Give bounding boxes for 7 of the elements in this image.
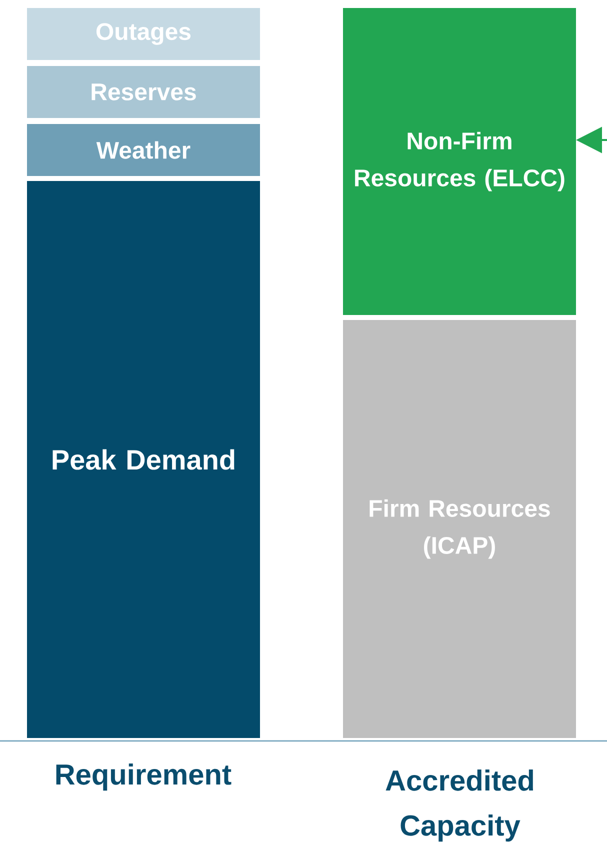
segment-block: Reserves <box>27 66 260 118</box>
axis-label: Accredited Capacity <box>386 770 533 842</box>
segment-block: Peak Demand <box>27 181 260 738</box>
segment-block: Non-Firm Resources (ELCC) <box>343 8 576 315</box>
segment-block: Outages <box>27 8 260 60</box>
segment-block: Firm Resources (ICAP) <box>343 320 576 738</box>
segment-block: Weather <box>27 124 260 176</box>
